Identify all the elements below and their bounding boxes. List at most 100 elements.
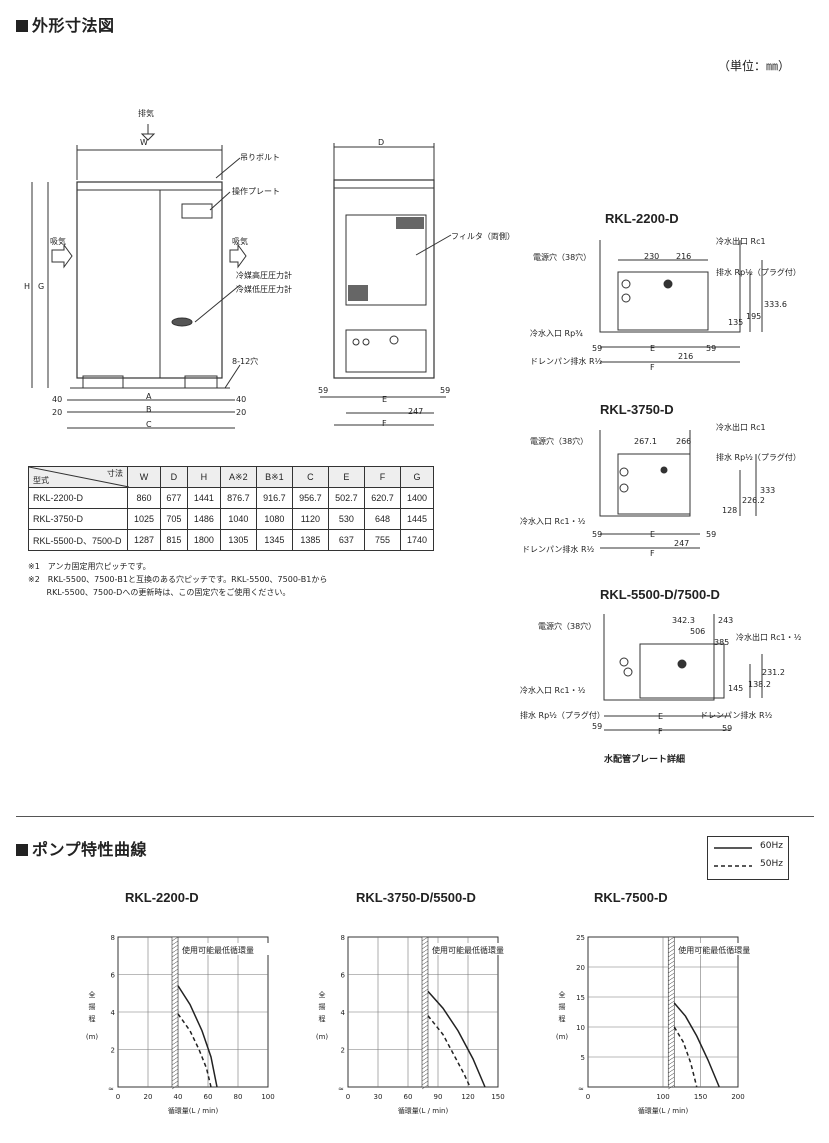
x-tick-label: 0 [586,1093,590,1101]
hatch-line [171,972,179,978]
table-row: RKL-2200-D 860 677 1441 876.7 916.7 956.… [28,487,435,509]
plate3-outlet: 冷水出口 Rc1・½ [736,633,802,642]
dim-e: E [382,395,388,404]
hatch-line [421,1016,429,1022]
hatch-line [668,948,675,954]
y-axis-label: 全揚程(m) [316,990,329,1041]
hatch-line [421,952,429,958]
plate1-dim-f: F [650,363,655,372]
x-tick-label: 80 [234,1093,243,1101]
hatch-line [421,1028,429,1034]
y-tick-label: 10 [576,1024,585,1032]
label-filter: フィルタ（両側） [451,232,515,241]
y-tick-label: 6 [341,972,346,980]
hatch-line [668,960,675,966]
hatch-line [421,1024,429,1030]
label-intake-right: 吸気 [232,237,248,246]
hatch-line [668,1040,675,1046]
hatch-line [421,940,429,946]
plate-model-title: RKL-2200-D [605,211,679,226]
hatch-line [668,972,675,978]
plate-drawing-3 [603,614,763,731]
hatch-line [668,1084,675,1090]
x-tick-label: 30 [374,1093,383,1101]
hatch-line [171,1060,179,1066]
table-header-row: 寸法 型式 W D H A※2 B※1 C E F G [28,466,435,488]
section-title-pump-curves: ポンプ特性曲線 [16,836,147,860]
y-tick-label: 2 [111,1047,115,1055]
plate1-inlet: 冷水入口 Rp¾ [530,329,583,338]
dim-a: A [146,392,152,401]
hatch-line [421,960,429,966]
hatch-line [171,1012,179,1018]
series-line-60Hz [427,990,486,1088]
plate2-power-hole: 電源穴（38穴） [530,437,589,446]
plate2-dim-f: F [650,549,655,558]
table-row: RKL-3750-D 1025 705 1486 1040 1080 1120 … [28,508,435,530]
dim-40-left: 40 [52,395,63,404]
min-flow-annotation: 使用可能最低循環量 [678,945,750,955]
y-tick-label: 5 [581,1054,585,1062]
hatch-line [171,956,179,962]
dim-40-right: 40 [236,395,247,404]
plate3-dim-138-2: 138.2 [748,680,771,689]
hatch-line [421,1040,429,1046]
hatch-line [421,1004,429,1010]
plate1-drain: 排水 Rp½（プラグ付） [716,268,801,277]
hatch-line [668,1012,675,1018]
hatch-line [421,1008,429,1014]
axis-break-icon: ≈ [578,1085,584,1093]
hatch-line [421,984,429,990]
spec-table: 寸法 型式 W D H A※2 B※1 C E F G RKL-2200-D 8… [28,466,435,551]
min-flow-annotation: 使用可能最低循環量 [182,945,254,955]
hatch-line [668,1008,675,1014]
section-divider [16,816,814,817]
plate2-dim-247: 247 [674,539,690,548]
col-header: A※2 [219,466,257,488]
x-tick-label: 90 [434,1093,443,1101]
plate1-dim-135: 135 [728,318,744,327]
hatch-line [421,936,429,942]
hatch-line [421,1064,429,1070]
notes: ※1 アンカ固定用穴ピッチです。 ※2 RKL-5500、7500-B1と互換の… [28,560,327,599]
legend-dashed-line [714,865,752,867]
hatch-line [171,984,179,990]
chart-title: RKL-7500-D [594,890,668,905]
square-bullet-icon [16,844,28,856]
col-header: W [127,466,161,488]
plate1-dim-333-6: 333.6 [764,300,787,309]
chart-legend: 60Hz 50Hz [707,836,789,880]
y-tick-label: 4 [341,1009,346,1017]
plate3-drainpan: ドレンパン排水 R½ [700,711,773,720]
hatch-line [171,1052,179,1058]
hatch-line [421,980,429,986]
note-1: ※1 アンカ固定用穴ピッチです。 [28,562,151,571]
hatch-line [668,1044,675,1050]
dim-c: C [146,420,152,429]
hatch-line [668,1028,675,1034]
plate1-dim-216: 216 [676,252,692,261]
hatch-line [421,976,429,982]
label-high-pressure-gauge: 冷媒高圧圧力計 [236,271,292,280]
hatch-line [171,944,179,950]
hatch-line [171,948,179,954]
plate1-power-hole: 電源穴（38穴） [533,253,592,262]
square-bullet-icon [16,20,28,32]
plate2-dim-59-left: 59 [592,530,603,539]
plate1-dim-195: 195 [746,312,762,321]
x-tick-label: 150 [491,1093,504,1101]
section-title-dimensions: 外形寸法図 [16,12,115,36]
min-flow-band [667,936,675,1090]
hatch-line [668,980,675,986]
hatch-line [668,936,675,942]
plate2-dim-226-2: 226.2 [742,496,765,505]
hatch-line [171,1080,179,1086]
plate3-drain: 排水 Rp½（プラグ付） [520,711,605,720]
plate2-inlet: 冷水入口 Rc1・½ [520,517,586,526]
x-axis-label: 循環量(L / min) [168,1106,219,1115]
hatch-line [171,1072,179,1078]
hatch-line [668,988,675,994]
hatch-line [668,964,675,970]
hatch-line [171,980,179,986]
